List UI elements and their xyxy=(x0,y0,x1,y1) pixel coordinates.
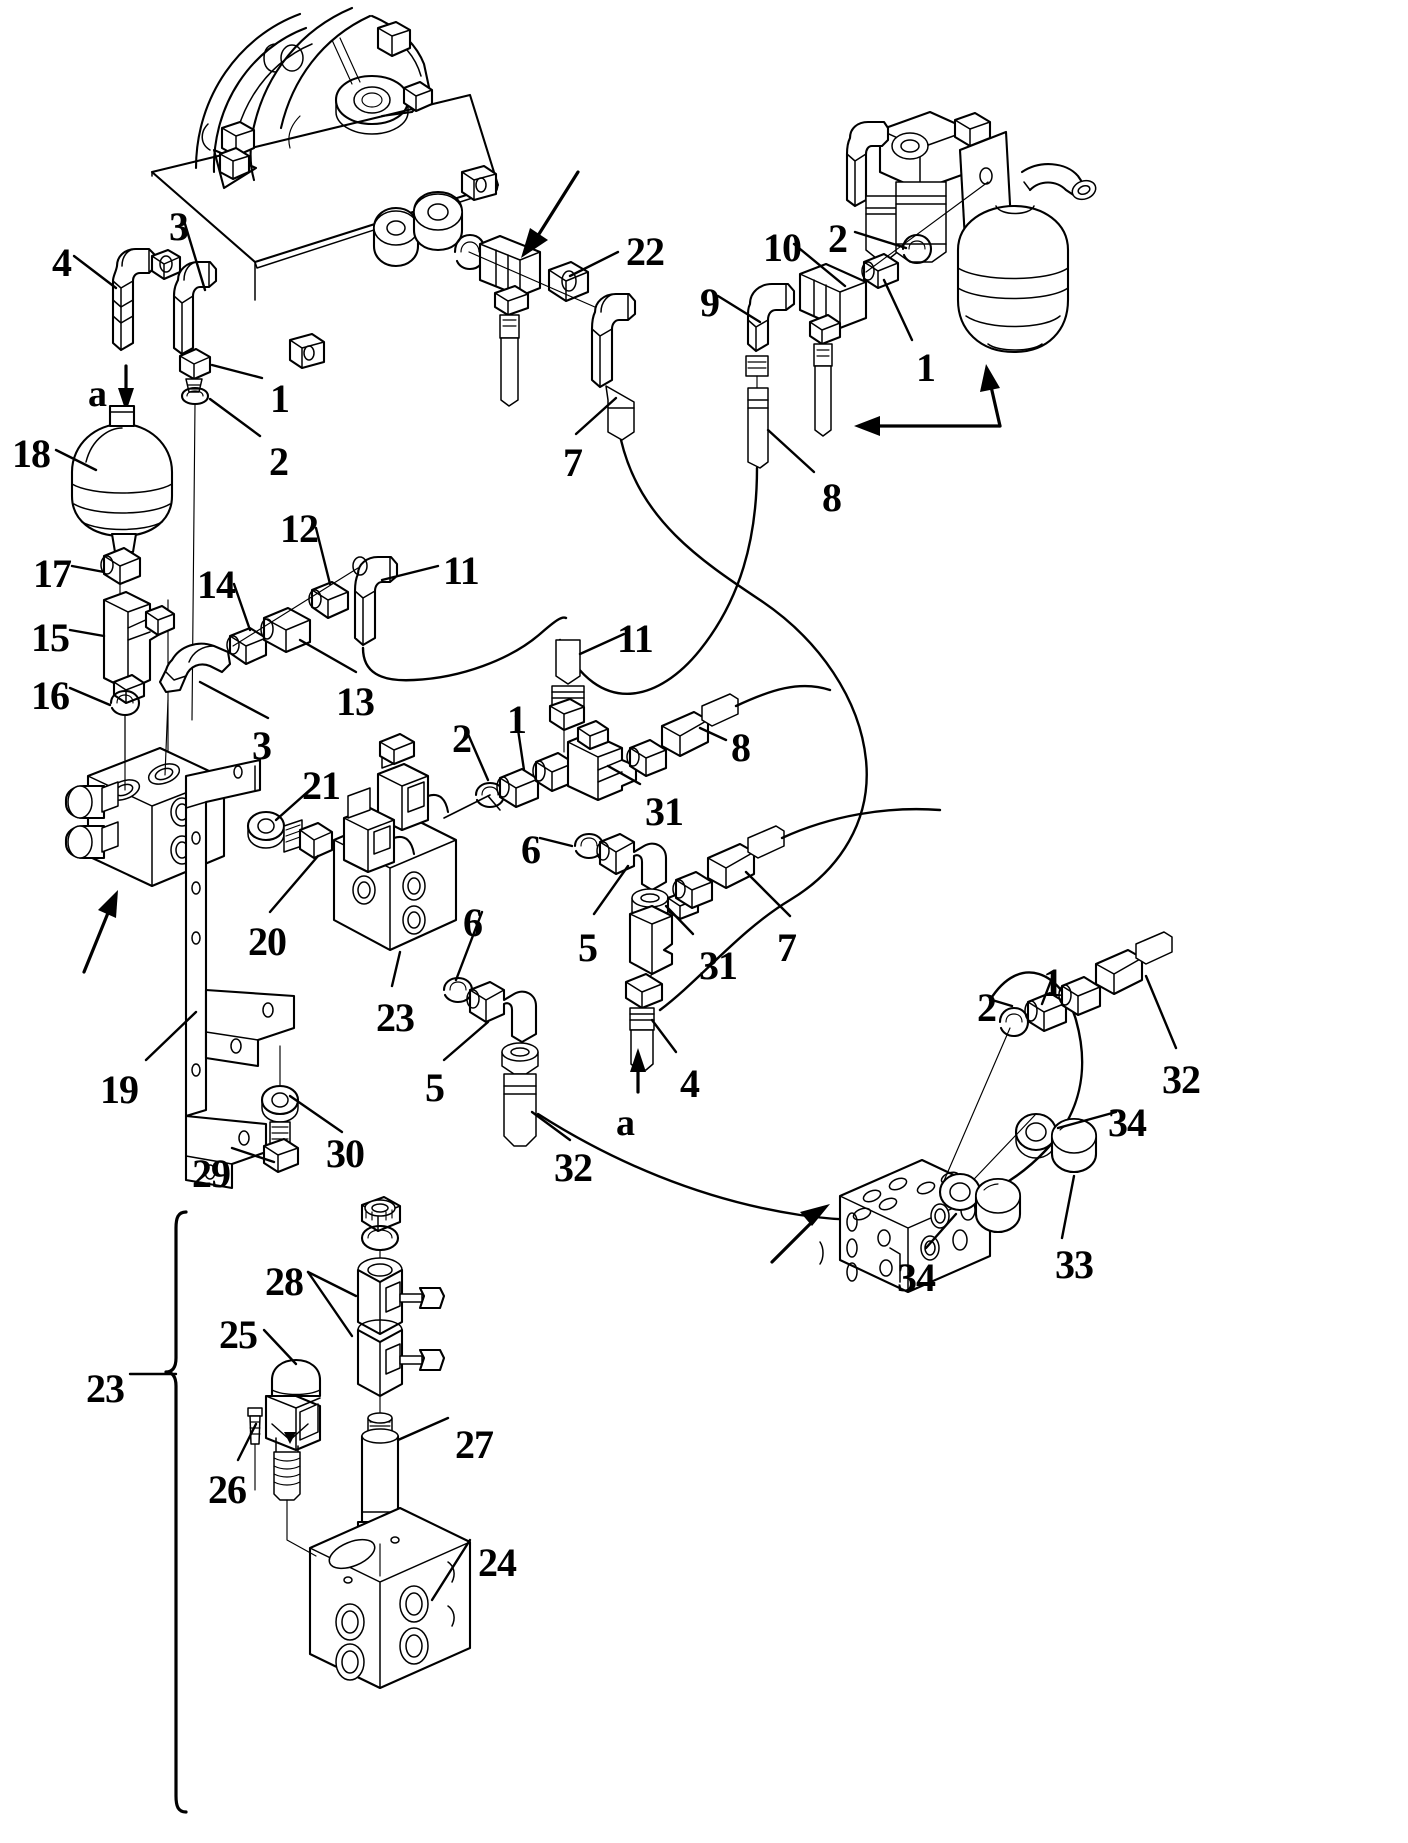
mid-valve-5-31-7-group xyxy=(538,807,942,1094)
callout-12: 12 xyxy=(280,506,319,551)
callout-2-top: 2 xyxy=(269,439,289,484)
callout-7-mid: 7 xyxy=(777,925,797,970)
callout-4-top: 4 xyxy=(52,240,72,285)
callout-8-right: 8 xyxy=(822,475,842,520)
callout-26: 26 xyxy=(208,1467,247,1512)
callout-3-top: 3 xyxy=(169,204,189,249)
callout-1-top: 1 xyxy=(270,376,290,421)
callout-17: 17 xyxy=(33,551,72,596)
callout-6-upper: 6 xyxy=(521,827,541,872)
callout-24: 24 xyxy=(478,1540,517,1585)
callout-1-bottom-right: 1 xyxy=(1043,960,1063,1005)
callout-1-mid: 1 xyxy=(507,697,527,742)
callout-11-right: 11 xyxy=(617,616,654,661)
manifold-block-bracket-group xyxy=(64,699,344,1190)
callout-34-upper: 34 xyxy=(1108,1100,1147,1145)
bottom-right-manifold-group xyxy=(770,931,1178,1294)
callout-2-mid: 2 xyxy=(452,716,472,761)
callout-6-lower: 6 xyxy=(463,900,483,945)
callout-18: 18 xyxy=(12,431,51,476)
callout-8-mid: 8 xyxy=(731,725,751,770)
callout-32-mid: 32 xyxy=(554,1145,593,1190)
callout-15: 15 xyxy=(31,615,70,660)
callout-32-bottom-right: 32 xyxy=(1162,1057,1201,1102)
callout-19: 19 xyxy=(100,1067,139,1112)
section-marker-a-top: a xyxy=(88,373,107,415)
callout-3-mid: 3 xyxy=(252,723,272,768)
callout-20: 20 xyxy=(248,919,287,964)
callout-22: 22 xyxy=(626,229,665,274)
callout-11-left: 11 xyxy=(443,548,480,593)
callout-1-right: 1 xyxy=(916,345,936,390)
callout-2-bottom-right: 2 xyxy=(977,985,997,1030)
callout-23-mid: 23 xyxy=(376,995,415,1040)
callout-23-bottom: 23 xyxy=(86,1366,125,1411)
top-left-fitting-group xyxy=(72,222,264,761)
callout-34-lower: 34 xyxy=(897,1255,936,1300)
callout-4-mid: 4 xyxy=(680,1061,700,1106)
callout-30: 30 xyxy=(326,1131,365,1176)
callout-21: 21 xyxy=(302,763,341,808)
engine-housing-illustration xyxy=(150,6,500,301)
callout-31-lower: 31 xyxy=(699,943,738,988)
callout-10: 10 xyxy=(763,225,802,270)
top-center-valve-group xyxy=(288,164,868,1012)
callout-14: 14 xyxy=(197,562,236,607)
left-accumulator-and-tee-group xyxy=(54,404,626,761)
mid-right-tee-group xyxy=(466,684,832,809)
callout-2-right: 2 xyxy=(828,216,848,261)
callout-33: 33 xyxy=(1055,1242,1094,1287)
callout-28: 28 xyxy=(265,1259,304,1304)
top-right-accumulator-group xyxy=(558,110,1097,695)
solenoid-valve-assembly-mid xyxy=(332,732,501,988)
callout-29: 29 xyxy=(192,1151,231,1196)
stray-mark xyxy=(819,1241,824,1265)
callout-5-upper: 5 xyxy=(578,925,598,970)
bottom-solenoid-assembly-group xyxy=(128,1195,472,1814)
callout-25: 25 xyxy=(219,1312,258,1357)
callout-16: 16 xyxy=(31,673,70,718)
callout-31-upper: 31 xyxy=(645,789,684,834)
callout-9: 9 xyxy=(700,280,720,325)
callout-7-top: 7 xyxy=(563,440,583,485)
callout-27: 27 xyxy=(455,1422,494,1467)
lower-mid-elbow-32-group xyxy=(442,910,1084,1221)
callout-5-lower: 5 xyxy=(425,1065,445,1110)
section-marker-a-bottom: a xyxy=(616,1102,635,1144)
callout-13: 13 xyxy=(336,679,375,724)
